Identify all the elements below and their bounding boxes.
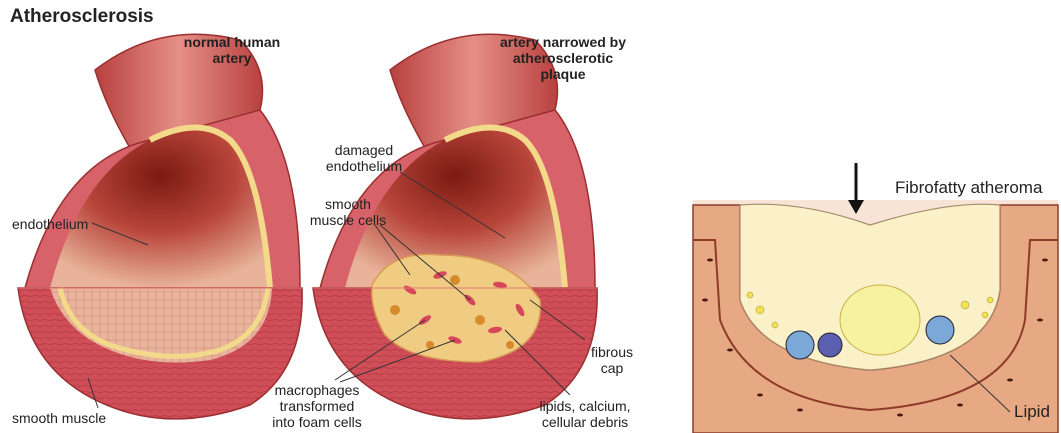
label-line: into foam cells	[262, 414, 372, 430]
label-line: transformed	[262, 398, 372, 414]
label-line: cap	[582, 360, 642, 376]
lipids-label: lipids, calcium, cellular debris	[525, 398, 645, 430]
label-line: lipids, calcium,	[525, 398, 645, 414]
label-line: fibrous	[582, 344, 642, 360]
label-line: muscle cells	[298, 212, 398, 228]
label-line: endothelium	[314, 158, 414, 174]
heading-line: artery narrowed by	[488, 34, 638, 50]
heading-line: artery	[172, 50, 292, 66]
smooth-muscle-label: smooth muscle	[12, 410, 106, 426]
endothelium-label: endothelium	[12, 216, 88, 232]
plaque-artery-heading: artery narrowed by atherosclerotic plaqu…	[488, 34, 638, 82]
label-line: macrophages	[262, 382, 372, 398]
macrophages-label: macrophages transformed into foam cells	[262, 382, 372, 430]
lipid-label: Lipid	[1014, 404, 1050, 420]
fibrous-cap-label: fibrous cap	[582, 344, 642, 376]
smooth-muscle-cells-label: smooth muscle cells	[298, 196, 398, 228]
damaged-endothelium-label: damaged endothelium	[314, 142, 414, 174]
fibrofatty-atheroma-label: Fibrofatty atheroma	[895, 180, 1042, 196]
heading-line: normal human	[172, 34, 292, 50]
label-line: smooth	[298, 196, 398, 212]
label-line: damaged	[314, 142, 414, 158]
normal-artery-heading: normal human artery	[172, 34, 292, 66]
histology-drawing	[693, 163, 1058, 433]
heading-line: atherosclerotic	[488, 50, 638, 66]
heading-line: plaque	[488, 66, 638, 82]
label-line: cellular debris	[525, 414, 645, 430]
